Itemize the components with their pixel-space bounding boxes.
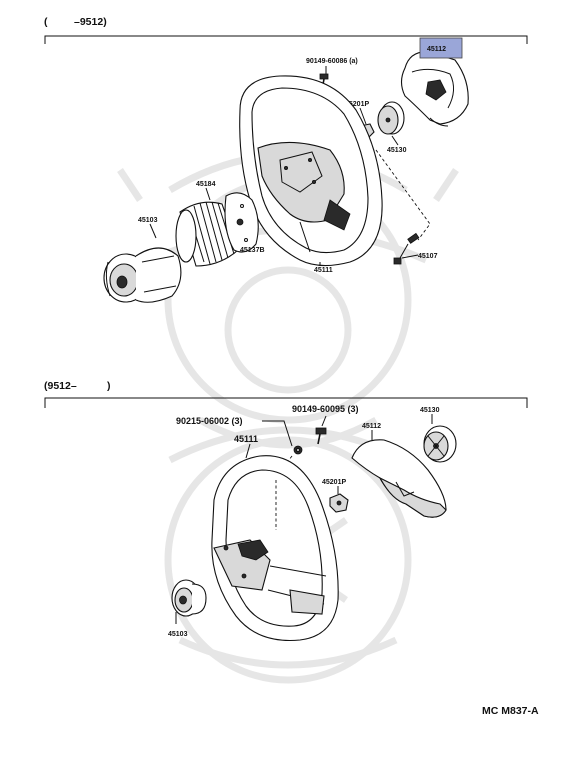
- plate-45137b: 45137B: [224, 192, 265, 254]
- ornament-45130-bottom: 45130: [420, 407, 457, 463]
- label-45111-top: 45111: [314, 267, 333, 274]
- header-open-paren: (: [44, 16, 48, 28]
- bolt-90149-60095: 90149-60095 (3): [292, 404, 359, 445]
- screw-90215-06002: 90215-06002 (3): [176, 416, 303, 475]
- section-top-header: ( –9512): [44, 16, 528, 44]
- header-range-bottom: (9512–: [44, 380, 77, 392]
- steering-wheel-45111-top: 45111: [239, 75, 383, 274]
- label-45201p-bottom: 45201P: [322, 479, 346, 486]
- header-range-top: –9512): [74, 16, 107, 28]
- ornament-45130-top: 45130: [377, 101, 407, 154]
- horn-pad-45112: 45112: [400, 37, 469, 127]
- wire-45107: 45107: [375, 149, 438, 265]
- label-screw-note: 90215-06002 (3): [176, 416, 243, 426]
- label-45112-bottom: 45112: [362, 423, 381, 430]
- steering-wheel-45111-bottom: 45111: [211, 434, 339, 642]
- label-45137b: 45137B: [240, 247, 265, 254]
- label-45103-top: 45103: [138, 217, 158, 224]
- cover-45184: 45184: [175, 181, 239, 267]
- label-45107: 45107: [418, 253, 438, 260]
- highlight-box: [419, 37, 463, 59]
- label-45130-bottom: 45130: [420, 407, 440, 414]
- label-bolt-note: 90149-60095 (3): [292, 404, 359, 414]
- label-45130-top: 45130: [387, 147, 407, 154]
- section-bottom-header: (9512– ): [44, 380, 528, 408]
- label-45112-top: 45112: [427, 46, 446, 53]
- hub-45103-bottom: 45103: [168, 579, 207, 638]
- label-45111-bottom: 45111: [234, 434, 258, 444]
- hub-45103-top: 45103: [103, 217, 182, 303]
- label-45184: 45184: [196, 181, 216, 188]
- nut-45201p-bottom: 45201P: [322, 479, 349, 513]
- header-close-paren: ): [107, 380, 111, 392]
- label-45103-bottom: 45103: [168, 631, 188, 638]
- label-45201p-top: 45201P: [345, 101, 369, 108]
- diagram-code: MC M837-A: [482, 705, 539, 717]
- label-bolt-top: 90149-60086 (a): [306, 58, 358, 65]
- pad-45112-bottom: 45112: [351, 423, 447, 518]
